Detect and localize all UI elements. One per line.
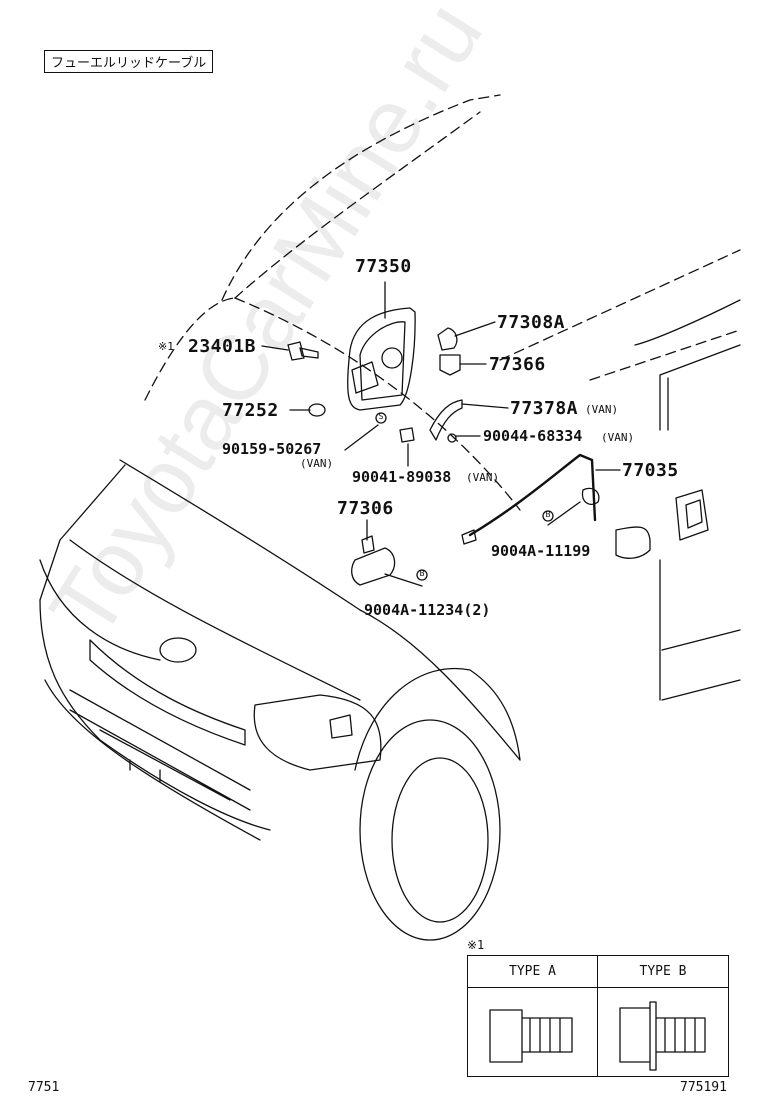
leader-90159 bbox=[344, 424, 379, 451]
type-b-bolt bbox=[619, 1001, 706, 1071]
grommet-77252 bbox=[308, 403, 326, 417]
type-a-bolt bbox=[489, 1009, 573, 1063]
part-90044-note: (VAN) bbox=[601, 431, 635, 444]
front-face-edge bbox=[39, 559, 161, 661]
emblem bbox=[159, 637, 197, 663]
type-a-header: TYPE A bbox=[468, 956, 598, 988]
part-9004a-11234-label: 9004A-11234(2) bbox=[364, 601, 491, 619]
marker-s-label: S bbox=[378, 412, 384, 421]
part-90041-note: (VAN) bbox=[466, 471, 500, 484]
front-wheel-inner bbox=[391, 757, 489, 923]
body-dash-upper bbox=[144, 297, 236, 401]
bolt-type-table: TYPE A TYPE B bbox=[467, 955, 729, 1077]
part-77378a-note: (VAN) bbox=[585, 403, 619, 416]
note-mark-label: ※1 bbox=[158, 340, 174, 353]
marker-b-label-1: B bbox=[545, 510, 551, 519]
grille bbox=[89, 639, 246, 746]
fuel-door-outline bbox=[615, 526, 651, 559]
cable-end bbox=[461, 529, 477, 545]
part-77252-label: 77252 bbox=[222, 400, 279, 421]
part-77306-label: 77306 bbox=[337, 498, 394, 519]
leader-11234 bbox=[384, 573, 423, 587]
body-side-lower bbox=[359, 609, 521, 761]
lower-grille bbox=[69, 689, 251, 811]
type-b-cell bbox=[598, 988, 728, 1076]
footer-left-code: 7751 bbox=[28, 1080, 60, 1095]
leader-77378a bbox=[461, 403, 509, 409]
marker-b-ring-1 bbox=[542, 510, 554, 522]
part-77035-label: 77035 bbox=[622, 460, 679, 481]
cap-77308a bbox=[437, 327, 458, 351]
part-90159-label: 90159-50267 bbox=[222, 440, 322, 458]
fuel-lid-inner bbox=[359, 321, 406, 401]
diagram-title: フューエルリッドケーブル bbox=[44, 50, 214, 73]
part-77308a-label: 77308A bbox=[497, 312, 566, 333]
side-rear-dash bbox=[589, 329, 741, 381]
headlight-inner bbox=[329, 714, 353, 739]
roof-dash-line-2 bbox=[221, 94, 501, 301]
part-77378a-label: 77378A bbox=[510, 398, 579, 419]
cable-clamp bbox=[581, 487, 600, 505]
part-9004a-11199-label: 9004A-11199 bbox=[491, 542, 591, 560]
marker-b-ring-2 bbox=[416, 569, 428, 581]
nut-90044 bbox=[447, 433, 457, 443]
part-23401b-label: 23401B bbox=[188, 336, 257, 357]
part-90041-label: 90041-89038 bbox=[352, 468, 452, 486]
bolt-23401b bbox=[287, 341, 319, 361]
fuel-lid bbox=[347, 307, 416, 411]
roof-dash-line bbox=[234, 111, 481, 299]
headlight bbox=[253, 694, 382, 771]
grille-top bbox=[69, 539, 361, 701]
fuel-lid-hinge bbox=[351, 361, 379, 394]
part-77366-label: 77366 bbox=[489, 354, 546, 375]
clip-77366 bbox=[439, 354, 461, 376]
front-bumper-lower bbox=[44, 679, 261, 841]
clip-90041 bbox=[399, 427, 415, 443]
leader-11199 bbox=[547, 501, 581, 526]
windshield-dash bbox=[234, 297, 521, 511]
leader-23401b bbox=[261, 345, 289, 351]
type-b-header: TYPE B bbox=[598, 956, 728, 988]
leader-77308a bbox=[454, 321, 496, 337]
side-lower bbox=[661, 629, 741, 701]
bracket-77378a bbox=[429, 399, 463, 441]
rear-window bbox=[659, 344, 741, 431]
part-90044-label: 90044-68334 bbox=[483, 427, 583, 445]
cable-77035 bbox=[468, 453, 597, 537]
rear-pillar bbox=[634, 299, 741, 346]
table-mark-label: ※1 bbox=[467, 938, 485, 952]
wheel-arch bbox=[354, 667, 521, 771]
lock-77306 bbox=[351, 547, 396, 586]
part-77350-label: 77350 bbox=[355, 256, 412, 277]
marker-s-ring bbox=[375, 412, 387, 424]
footer-right-code: 775191 bbox=[680, 1080, 727, 1095]
roof-right-dash bbox=[499, 249, 741, 361]
part-90159-note: (VAN) bbox=[300, 457, 334, 470]
rear-handle bbox=[675, 489, 709, 541]
front-wheel bbox=[359, 719, 501, 941]
lock-tab bbox=[361, 535, 375, 554]
type-a-cell bbox=[468, 988, 598, 1076]
fuel-lid-hole bbox=[381, 347, 403, 369]
hood-front bbox=[119, 459, 361, 611]
hood-top bbox=[39, 464, 126, 601]
marker-b-label-2: B bbox=[419, 569, 425, 578]
front-bumper-upper bbox=[39, 599, 271, 831]
